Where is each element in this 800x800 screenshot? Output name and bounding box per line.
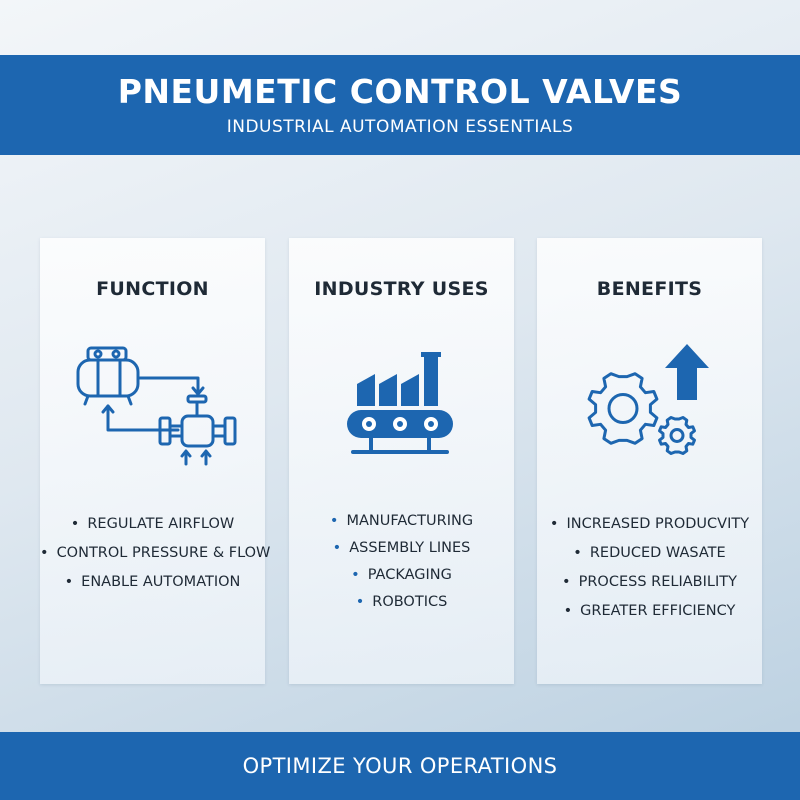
list-item: •MANUFACTURING xyxy=(289,508,514,535)
list-item: •PACKAGING xyxy=(289,562,514,589)
bullet-icon: • xyxy=(332,540,342,556)
gears-arrow-up-icon xyxy=(587,344,709,455)
factory-conveyor-icon xyxy=(347,352,453,454)
list-item: •PROCESS RELIABILITY xyxy=(537,568,762,597)
bullet-icon: • xyxy=(351,567,360,583)
list-item: •GREATER EFFICIENCY xyxy=(537,597,762,626)
list-item: •CONTROL PRESSURE & FLOW xyxy=(40,539,270,568)
list-item: •ENABLE AUTOMATION xyxy=(40,568,265,597)
footer-banner: OPTIMIZE YOUR OPERATIONS xyxy=(0,732,800,800)
bullet-icon: • xyxy=(40,545,49,561)
footer-text: OPTIMIZE YOUR OPERATIONS xyxy=(242,754,558,778)
card-title: FUNCTION xyxy=(96,278,209,300)
page-title: PNEUMETIC CONTROL VALVES xyxy=(117,72,683,111)
bullet-icon: • xyxy=(549,516,559,532)
list-item: •INCREASED PRODUCVITY xyxy=(537,510,762,539)
bullet-icon: • xyxy=(563,603,573,619)
header-banner: PNEUMETIC CONTROL VALVES INDUSTRIAL AUTO… xyxy=(0,55,800,155)
bullet-icon: • xyxy=(355,594,365,610)
bullet-icon: • xyxy=(573,545,582,561)
bullet-icon: • xyxy=(329,513,339,529)
list-item: •REGULATE AIRFLOW xyxy=(40,510,265,539)
bullet-icon: • xyxy=(64,574,74,590)
page-subtitle: INDUSTRIAL AUTOMATION ESSENTIALS xyxy=(226,117,574,137)
list-item: •ROBOTICS xyxy=(289,589,514,616)
card-title: BENEFITS xyxy=(596,278,703,300)
list-item: •ASSEMBLY LINES xyxy=(289,535,514,562)
list-item: •REDUCED WASATE xyxy=(537,539,762,568)
card-benefits: BENEFITS •INCREASED PRODUCVITY •REDUCED … xyxy=(537,238,762,684)
bullet-icon: • xyxy=(70,516,80,532)
compressor-valve-icon xyxy=(76,346,237,466)
bullet-icon: • xyxy=(562,574,571,590)
card-title: INDUSTRY USES xyxy=(314,278,489,300)
card-industry-uses: INDUSTRY USES •MANUFACTURING xyxy=(289,238,514,684)
card-function: FUNCTION xyxy=(40,238,270,684)
